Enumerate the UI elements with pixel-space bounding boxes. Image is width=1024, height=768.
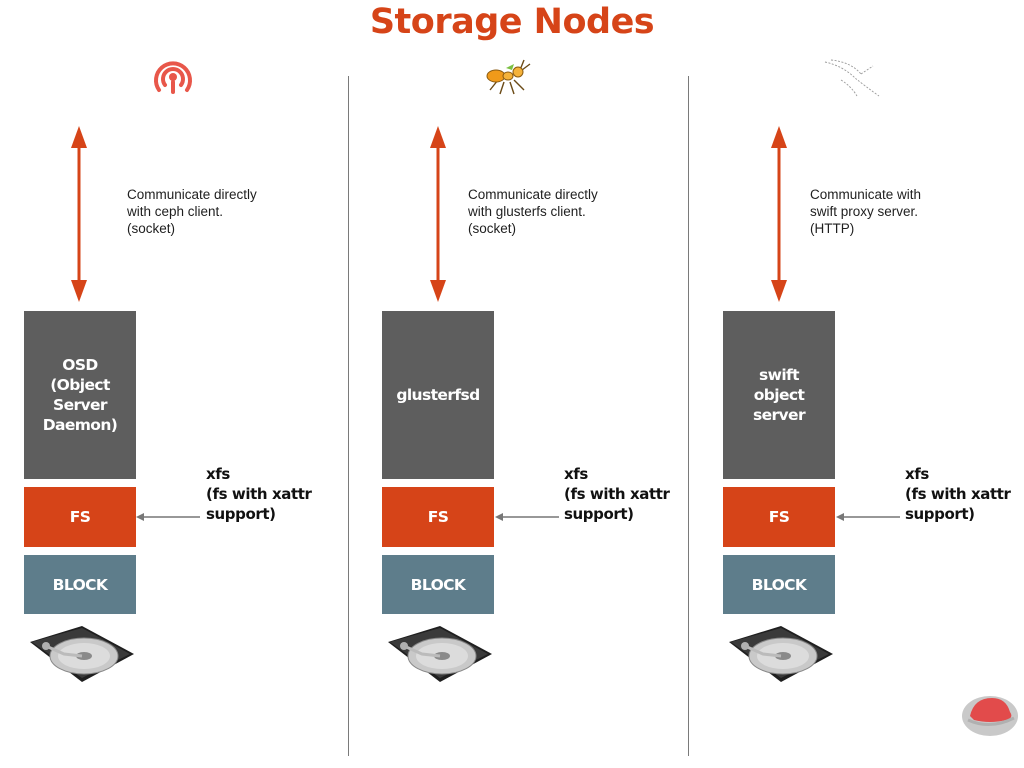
bidirectional-arrow — [771, 126, 787, 302]
communication-note: Communicate directly with ceph client. (… — [127, 187, 257, 236]
fs-note: xfs (fs with xattr support) — [206, 465, 312, 523]
fs-pointer-arrow — [136, 513, 200, 521]
service-block: OSD (Object Server Daemon) — [24, 311, 136, 479]
swift-bird-icon — [824, 59, 880, 97]
hard-disk-icon — [729, 626, 833, 682]
column-divider-2 — [688, 76, 689, 756]
fs-block: FS — [382, 487, 494, 547]
fs-pointer-arrow — [495, 513, 559, 521]
ceph-logo-icon — [154, 61, 192, 94]
fs-note: xfs (fs with xattr support) — [905, 465, 1011, 523]
fs-block: FS — [24, 487, 136, 547]
hard-disk-icon — [30, 626, 134, 682]
bidirectional-arrow — [430, 126, 446, 302]
fs-block: FS — [723, 487, 835, 547]
communication-note: Communicate directly with glusterfs clie… — [468, 187, 598, 236]
storage-node-column-ceph: Communicate directly with ceph client. (… — [0, 0, 341, 768]
service-block: swift object server — [723, 311, 835, 479]
hard-disk-icon — [388, 626, 492, 682]
redhat-shadowman-icon — [962, 696, 1018, 736]
communication-note: Communicate with swift proxy server. (HT… — [810, 187, 922, 236]
fs-pointer-arrow — [836, 513, 900, 521]
block-device-block: BLOCK — [723, 555, 835, 614]
service-block: glusterfsd — [382, 311, 494, 479]
block-device-block: BLOCK — [382, 555, 494, 614]
storage-node-column-swift: Communicate with swift proxy server. (HT… — [699, 0, 1024, 768]
gluster-ant-icon — [486, 59, 531, 95]
column-divider-1 — [348, 76, 349, 756]
block-device-block: BLOCK — [24, 555, 136, 614]
storage-node-column-glusterfs: Communicate directly with glusterfs clie… — [358, 0, 699, 768]
bidirectional-arrow — [71, 126, 87, 302]
page-title: Storage Nodes — [369, 2, 655, 42]
fs-note: xfs (fs with xattr support) — [564, 465, 670, 523]
